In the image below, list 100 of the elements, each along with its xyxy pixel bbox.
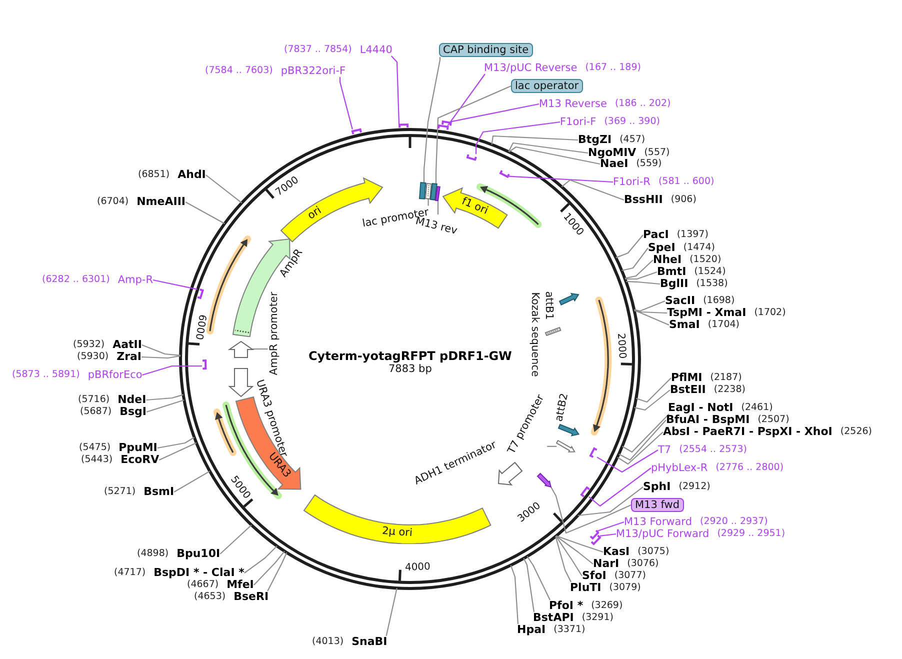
enzyme-name: BglII [660,278,688,290]
cut-site-position: (4717) [114,567,146,579]
cut-site-position: (3076) [627,558,659,570]
cut-site-position: (5271) [104,486,136,498]
cut-site-position: (5716) [78,394,110,406]
feature-block [430,183,438,201]
leader-line [588,468,652,507]
cut-site-position: (1702) [754,307,786,319]
leader-line [491,135,578,145]
leader-line [617,432,664,465]
primer-site-mark [498,170,510,178]
enzyme-name: MfeI [226,579,254,591]
enzyme-name: AatII [112,339,142,351]
primer-site-mark [351,128,362,134]
leader-line [510,565,519,624]
cut-site-position: (4653) [194,591,226,603]
enzyme-name: SmaI [669,319,700,331]
leader-line [622,414,670,453]
primer-name: M13/pUC Forward [616,528,710,540]
primer-position: (2929 .. 2951) [717,528,786,540]
enzyme-name: PpuMI [118,442,158,454]
cut-site-position: (4898) [137,548,169,560]
cut-site-position: (3269) [591,600,623,612]
feature-band [303,494,492,544]
cut-site-position: (2461) [741,402,773,414]
cut-site-position: (3371) [554,624,586,636]
primer-name: L4440 [360,44,392,56]
cut-site-position: (6851) [138,169,170,181]
cut-site-position: (3079) [609,582,641,594]
feature-label: 2µ ori [382,524,413,540]
cut-site-position: (1704) [708,319,740,331]
enzyme-name: SnaBI [352,636,388,648]
cut-site-position: (1474) [683,242,715,254]
cut-site-position: (6704) [97,196,129,208]
cut-site-position: (557) [644,147,670,158]
leader-line [596,450,658,473]
leader-line [555,536,572,582]
feature-block [419,182,427,200]
feature-callout: M13 fwd [631,498,684,512]
leader-line [550,486,632,534]
enzyme-name: PfoI * [549,600,584,612]
feature-marker [497,462,522,486]
cut-site-position: (5932) [73,339,105,351]
leader-line [634,310,668,314]
leader-line [146,399,184,413]
cut-site-position: (5475) [79,442,111,454]
cut-site-position: (5443) [81,454,113,466]
leader-line [636,378,672,403]
leader-line [142,365,202,376]
leader-line [450,103,540,122]
feature-callout: lac operator [511,79,583,93]
primer-position: (369 .. 390) [604,116,660,128]
primer-position: (6282 .. 6301) [42,274,110,286]
enzyme-name: HpaI [517,624,546,636]
feature-label: Kozak sequence [527,292,540,376]
cut-site-position: (4667) [187,579,219,591]
leader-line [146,394,184,401]
cut-site-position: (1538) [696,278,728,290]
leader-line [142,344,181,356]
cut-site-position: (457) [620,134,646,146]
feature-marker [228,368,254,397]
enzyme-name: PflMI [671,372,702,384]
enzyme-name: BseRI [234,591,269,603]
primer-name: F1ori-R [613,176,650,188]
leader-line [435,86,512,184]
enzyme-name: NmeAIII [136,196,186,208]
primer-position: (2776 .. 2800) [716,462,784,474]
primer-site-mark [590,535,602,546]
enzyme-name: BstEII [670,384,706,396]
leader-line [157,436,195,449]
primer-name: pHybLex-R [651,462,708,474]
cut-site-position: (559) [636,158,662,170]
leader-line [447,74,486,126]
leader-line [475,121,560,154]
primer-site-mark [466,154,478,161]
enzyme-name: BfuAI - BspMI [666,414,750,426]
leader-line [141,355,181,359]
leader-line [252,348,268,350]
orf-indicator [476,183,542,228]
leader-line [598,521,624,532]
cut-site-position: (2187) [710,372,742,384]
enzyme-name: AhdI [178,169,206,181]
scale-number: 6000 [192,313,208,340]
primer-name: M13/pUC Reverse [484,62,578,74]
feature-label: attB2 [552,392,572,422]
enzyme-name: AbsI - PaeR7I - PspXI - XhoI [663,426,832,438]
primer-name: M13 Forward [624,516,692,528]
plasmid-name: Cyterm-yotagRFPT pDRF1-GW [308,350,512,362]
leader-line [174,470,210,492]
leader-line [339,77,353,130]
enzyme-name: EagI - NotI [668,402,734,414]
enzyme-name: NdeI [118,394,146,406]
enzyme-name: BsmI [144,486,174,498]
leader-line [555,536,582,576]
leader-line [561,179,624,201]
leader-line [391,56,400,124]
enzyme-name: SphI [643,481,671,493]
primer-site-mark [202,358,206,370]
orf-indicator [590,296,612,436]
feature-block [425,182,432,200]
